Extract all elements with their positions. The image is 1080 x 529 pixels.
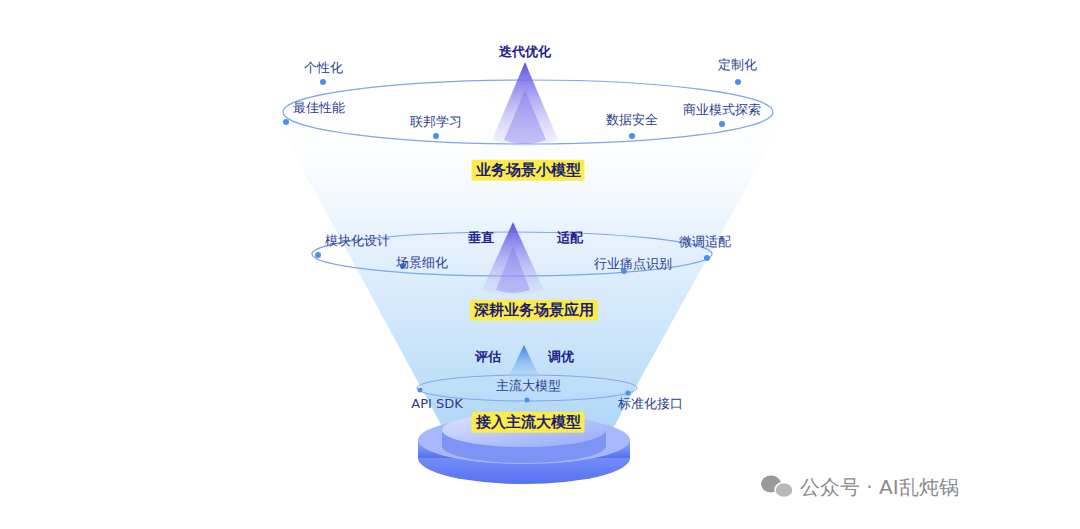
feature-label: 微调适配 [679,234,731,250]
feature-label: 标准化接口 [618,396,683,412]
band-title: 接入主流大模型 [476,413,581,432]
feature-label: 联邦学习 [410,114,462,130]
watermark: 公众号 · AI乱炖锅 [800,475,959,499]
feature-label: 定制化 [718,57,757,73]
feature-label: 最佳性能 [293,100,345,116]
feature-label: 商业模式探索 [683,102,761,118]
spike-label: 调优 [548,349,574,365]
band-title: 业务场景小模型 [476,161,581,180]
spike-label: 垂直 [468,230,494,246]
level-band: 业务场景小模型 [472,160,585,181]
feature-label: 行业痛点识别 [594,256,672,272]
iteration-label: 迭代优化 [499,44,551,60]
feature-label: 模块化设计 [325,233,390,249]
feature-label: API SDK [411,396,463,412]
band-title: 深耕业务场景应用 [474,301,594,320]
feature-label: 数据安全 [606,112,658,128]
spike-label: 评估 [475,349,501,365]
spike-label: 适配 [557,230,583,246]
feature-label: 个性化 [304,60,343,76]
level-band: 接入主流大模型 [472,412,585,433]
feature-label: 场景细化 [396,255,448,271]
level-band: 深耕业务场景应用 [470,300,598,321]
feature-label: 主流大模型 [496,378,561,394]
